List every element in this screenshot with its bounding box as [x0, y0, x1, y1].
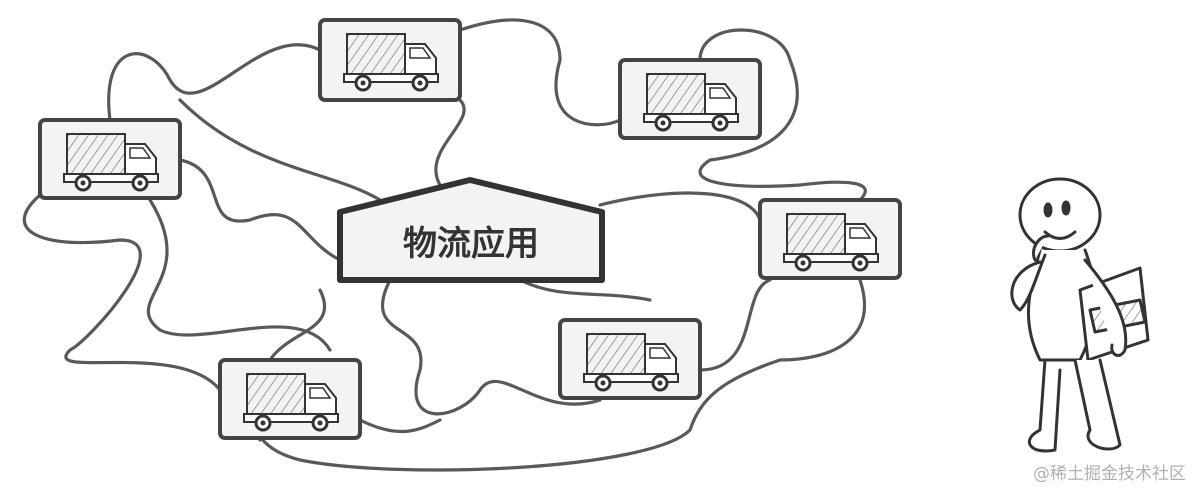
tangled-routes	[22, 18, 867, 472]
logistics-app-box: 物流应用	[337, 177, 605, 283]
app-title: 物流应用	[403, 224, 539, 264]
truck-card	[218, 358, 362, 440]
watermark: @稀土掘金技术社区	[1033, 464, 1186, 484]
truck-card	[558, 318, 702, 400]
thinking-person	[1010, 177, 1150, 453]
truck-card	[38, 118, 182, 200]
truck-card	[618, 58, 762, 140]
truck-card	[758, 198, 902, 280]
truck-card	[318, 18, 462, 102]
